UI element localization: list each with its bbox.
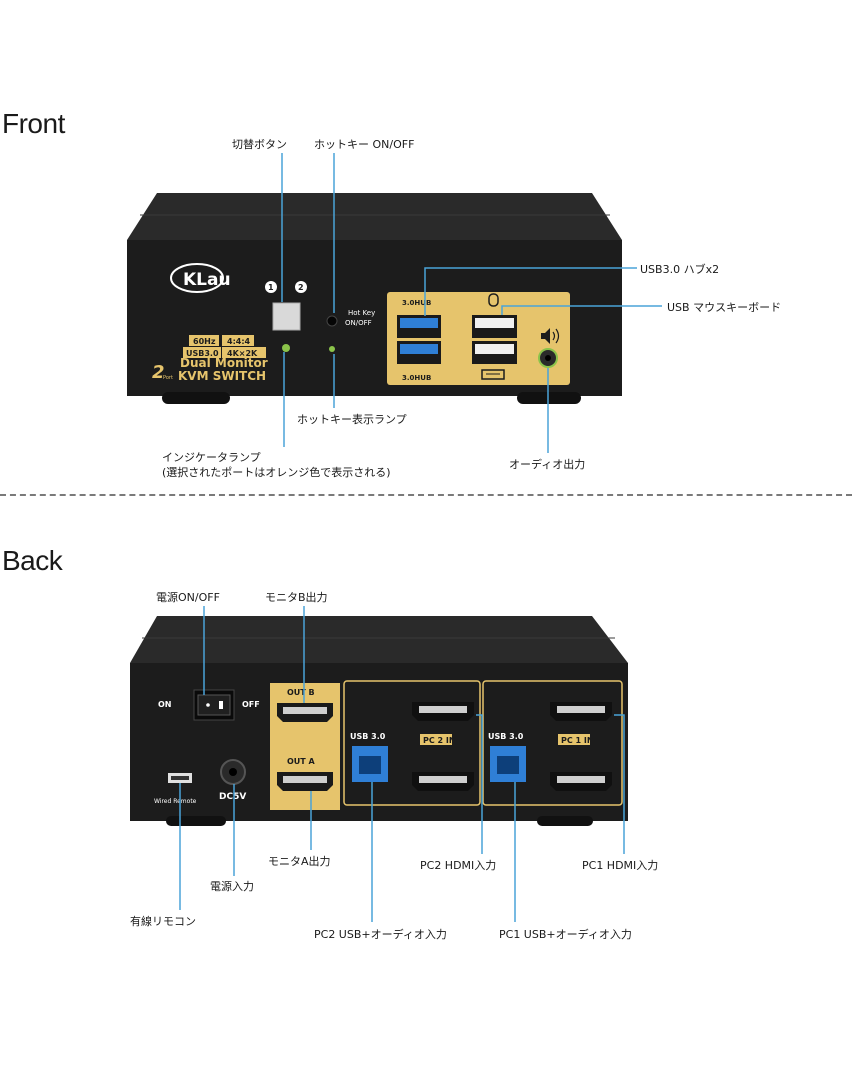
front-device-illustration: KLau 60Hz 4:4:4 USB3.0 4K×2K Dual Monito… <box>127 153 662 453</box>
port2-marker <box>295 281 307 293</box>
back-device-illustration: ON OFF DC5V Wired Remote OUT B OUT A USB… <box>130 606 628 922</box>
port-count-label: 2 <box>152 362 165 383</box>
switch-button[interactable] <box>272 302 301 331</box>
pc2-usb-b-port[interactable] <box>352 746 388 782</box>
section-divider <box>0 494 852 496</box>
svg-text:1: 1 <box>268 283 274 292</box>
spec-badges: 60Hz 4:4:4 USB3.0 4K×2K <box>183 335 266 358</box>
svg-text:60Hz: 60Hz <box>193 337 216 346</box>
hdmi-out-b-port[interactable] <box>277 703 333 722</box>
pc2-hdmi-a-port[interactable] <box>412 772 474 791</box>
pc2-usb30-label: USB 3.0 <box>350 732 386 741</box>
power-off-label: OFF <box>242 700 260 709</box>
front-foot-left <box>162 392 230 404</box>
switch-button-callout: 切替ボタン <box>232 138 287 151</box>
front-device-top <box>127 193 622 240</box>
keyboard-icon <box>481 369 505 380</box>
pc2-usb-audio-in-callout: PC2 USB+オーディオ入力 <box>314 928 447 941</box>
hotkey-lamp-callout: ホットキー表示ランプ <box>297 413 407 426</box>
pc2-hdmi-in-callout: PC2 HDMI入力 <box>420 859 497 872</box>
svg-text:4:4:4: 4:4:4 <box>227 337 251 346</box>
pc2-hdmi-b-port[interactable] <box>412 702 474 721</box>
pc1-in-label: PC 1 IN <box>561 736 594 745</box>
monitor-b-out-callout: モニタB出力 <box>265 591 328 604</box>
audio-out-callout: オーディオ出力 <box>509 458 586 471</box>
back-device-top <box>130 616 628 663</box>
wired-remote-label: Wired Remote <box>154 798 197 805</box>
dc-label: DC5V <box>219 792 246 802</box>
back-callout-lines <box>179 606 625 922</box>
svg-text:4K×2K: 4K×2K <box>227 349 258 358</box>
indicator-lamp-note: (選択されたポートはオレンジ色で表示される) <box>162 466 391 479</box>
pc2-input-group <box>343 680 481 806</box>
pc1-hdmi-in-callout: PC1 HDMI入力 <box>582 859 659 872</box>
dual-monitor-label: Dual Monitor <box>180 356 268 370</box>
usb-mouse-keyboard-callout: USB マウスキーボード <box>667 301 782 314</box>
hdmi-out-a-port[interactable] <box>277 772 333 791</box>
hotkey-lamp <box>329 346 335 352</box>
svg-text:2: 2 <box>298 283 304 292</box>
indicator-lamp <box>282 344 290 352</box>
pc1-in-badge <box>558 734 590 745</box>
back-foot-right <box>537 816 593 826</box>
port1-marker <box>265 281 277 293</box>
port-word-label: Port <box>163 375 173 381</box>
front-foot-right <box>517 392 581 404</box>
back-device-face <box>130 663 628 821</box>
hotkey-onoff-callout: ホットキー ON/OFF <box>314 138 415 151</box>
brand-logo-text: KLau <box>183 270 231 290</box>
pc1-hdmi-a-port[interactable] <box>550 772 612 791</box>
power-in-callout: 電源入力 <box>210 880 254 893</box>
mouse-icon <box>488 293 499 307</box>
front-section-title: Front <box>2 108 65 139</box>
brand-logo: KLau <box>170 263 231 293</box>
pc1-usb30-label: USB 3.0 <box>488 732 524 741</box>
pc1-input-group <box>482 680 623 806</box>
wired-remote-callout: 有線リモコン <box>130 915 196 928</box>
hotkey-label-line2: ON/OFF <box>345 319 372 327</box>
usb-hub-callout: USB3.0 ハブx2 <box>640 263 720 276</box>
pc2-in-label: PC 2 IN <box>423 736 456 745</box>
speaker-icon <box>541 328 560 344</box>
front-callout-lines <box>281 153 662 453</box>
pc1-usb-b-port[interactable] <box>490 746 526 782</box>
svg-text:USB3.0: USB3.0 <box>186 349 219 358</box>
pc2-in-badge <box>420 734 452 745</box>
hub-label-bottom: 3.0HUB <box>402 374 431 382</box>
indicator-lamp-callout: インジケータランプ <box>162 451 261 464</box>
hotkey-label-line1: Hot Key <box>348 309 375 317</box>
out-a-label: OUT A <box>287 757 316 766</box>
back-foot-left <box>166 816 226 826</box>
power-onoff-callout: 電源ON/OFF <box>156 591 220 604</box>
hub-label-top: 3.0HUB <box>402 299 431 307</box>
out-b-label: OUT B <box>287 688 315 697</box>
back-section-title: Back <box>2 545 63 576</box>
monitor-a-out-callout: モニタA出力 <box>268 855 331 868</box>
hotkey-button[interactable] <box>326 315 338 327</box>
pc1-usb-audio-in-callout: PC1 USB+オーディオ入力 <box>499 928 632 941</box>
power-on-label: ON <box>158 700 172 709</box>
pc1-hdmi-b-port[interactable] <box>550 702 612 721</box>
kvm-switch-label: KVM SWITCH <box>178 369 266 383</box>
